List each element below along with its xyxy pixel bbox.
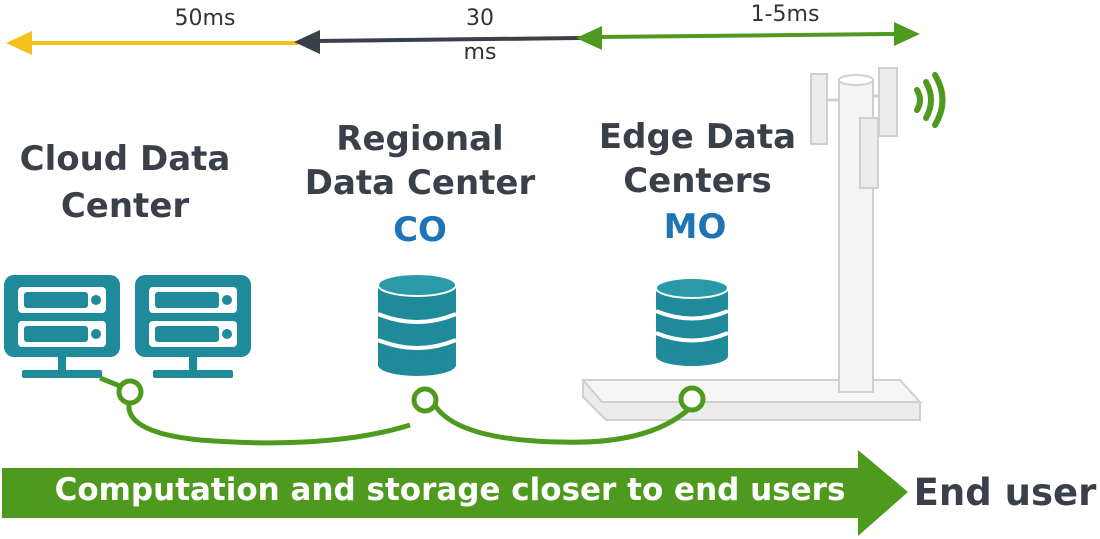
cloud-latency-label: 50ms xyxy=(174,6,236,31)
cell-tower-icon xyxy=(580,67,923,421)
edge-latency-label: 1-5ms xyxy=(750,2,820,27)
server-monitor-icon xyxy=(4,275,120,378)
regional-title-line2: Data Center xyxy=(304,163,536,203)
closer-arrow xyxy=(2,450,908,536)
regional-code: CO xyxy=(393,210,447,250)
regional-node-connector xyxy=(411,386,439,414)
database-icon xyxy=(655,277,729,366)
edge-title-line2: Centers xyxy=(623,161,772,201)
edge-code: MO xyxy=(663,207,727,247)
edge-title-line1: Edge Data xyxy=(598,117,797,157)
regional-arrowhead-icon xyxy=(294,30,320,54)
regional-latency-line xyxy=(315,36,581,43)
connector-cable xyxy=(99,375,706,446)
regional-title-line1: Regional xyxy=(336,119,504,159)
cloud-title-line2: Center xyxy=(60,186,190,226)
database-icon xyxy=(377,273,457,376)
edge-arrowhead-left-icon xyxy=(576,26,602,50)
banner-text: Computation and storage closer to end us… xyxy=(54,472,846,508)
regional-latency-unit: ms xyxy=(463,40,497,65)
end-user-label: End user xyxy=(913,471,1097,514)
latency-timeline xyxy=(6,22,920,55)
edge-latency-line xyxy=(597,32,897,39)
regional-latency-value: 30 xyxy=(466,6,494,31)
wifi-signal-icon xyxy=(914,72,946,128)
cloud-title-line1: Cloud Data xyxy=(19,139,231,179)
left-arrowhead-icon xyxy=(6,31,32,55)
cloud-node-connector xyxy=(116,378,144,406)
edge-arrowhead-right-icon xyxy=(894,22,920,46)
edge-node-connector xyxy=(678,385,706,413)
server-monitor-icon xyxy=(135,275,251,378)
